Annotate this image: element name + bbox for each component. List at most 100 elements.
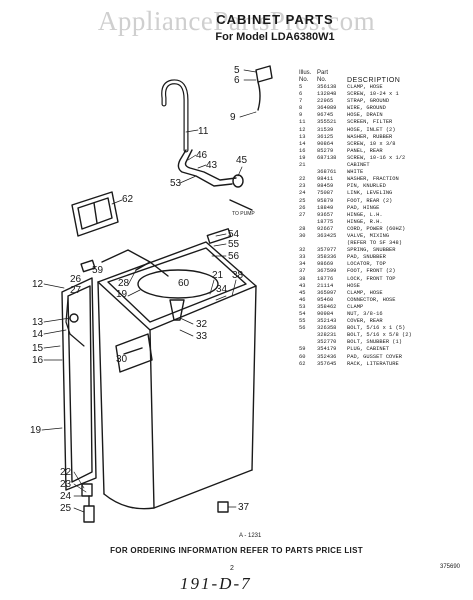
callout-54: 54 [228,229,240,240]
cell-description: VALVE, MIXING [347,232,390,239]
cell-part-no: 328231 [317,332,337,339]
cell-part-no: 357977 [317,247,337,254]
callout-16: 16 [32,355,44,366]
cell-description: SCREW, 10-24 x 1 [347,91,399,98]
cell-part-no: 357645 [317,360,337,367]
cell-description: WHITE [347,169,364,176]
cell-part-no: 687138 [317,154,337,161]
callout-45: 45 [236,155,248,166]
cell-illus-no: 37 [299,268,306,275]
cell-part-no: 18775 [317,218,334,225]
cell-description: PAD, SNUBBER [347,254,386,261]
cell-description: WASHER, FRACTION [347,176,399,183]
model-subtitle: For Model LDA6380W1 [215,31,335,43]
cell-part-no: 95879 [317,197,334,204]
cell-part-no: 21114 [317,282,334,289]
cell-part-no: 358462 [317,303,337,310]
callout-56: 56 [228,251,240,262]
document-code: 375690 [440,564,461,570]
cell-description: CABINET [347,162,370,169]
cell-illus-no [299,240,317,247]
cell-description: CORD, POWER (60HZ) [347,225,406,232]
callout-25: 25 [60,503,72,514]
cell-part-no: 22965 [317,98,334,105]
watermark: AppliancePartsPros.com [97,6,376,36]
callout-37: 37 [238,502,250,513]
cell-description: SCREW, 10 x 3/8 [347,140,396,147]
cell-description: COVER, REAR [347,318,383,325]
cell-illus-no: 55 [299,318,306,325]
cell-illus-no: 16 [299,147,306,154]
cell-part-no: 90864 [317,140,334,147]
page-number: 2 [230,565,234,572]
callout-26: 26 [70,274,82,285]
to-pump-label: TO PUMP [232,211,255,217]
cell-description: STRAP, GROUND [347,98,390,105]
callout-60: 60 [178,278,190,289]
cell-illus-no: 5 [299,84,303,90]
handwritten-note: 191-D-7 [180,574,252,593]
ordering-note: FOR ORDERING INFORMATION REFER TO PARTS … [110,546,363,555]
cell-part-no: 326358 [317,325,337,332]
header-part-no: No. [317,77,327,83]
callout-30: 30 [116,354,128,365]
cell-part-no: 356138 [317,84,337,90]
cell-illus-no: 56 [299,325,306,332]
cell-description: CLAMP, HOSE [347,289,383,296]
cell-description: BOLT, SNUBBER (1) [347,339,402,346]
callout-19-lower: 19 [30,425,42,436]
cell-illus-no: 8 [299,105,303,112]
callout-24: 24 [60,491,72,502]
cell-illus-no: 54 [299,311,306,317]
cell-illus-no: 12 [299,126,306,133]
callout-32: 32 [196,319,208,330]
callout-22: 22 [60,467,72,478]
cell-illus-no: 45 [299,289,306,296]
page-title: CABINET PARTS [216,12,334,27]
cell-description: PIN, KNURLED [347,183,386,190]
cell-part-no: 93657 [317,211,334,218]
callout-21: 21 [212,270,224,281]
cell-illus-no: 6 [299,91,303,98]
callout-46: 46 [196,150,208,161]
callout-55: 55 [228,239,240,250]
callout-13: 13 [32,317,44,328]
cell-description: FOOT, FRONT (2) [347,268,396,275]
cell-part-no: 354179 [317,346,337,353]
cell-illus-no: 59 [299,346,306,353]
cell-part-no: 367599 [317,268,337,275]
callout-53: 53 [170,178,182,189]
cell-illus-no: 38 [299,275,306,282]
cell-illus-no: 23 [299,183,306,190]
figure-id: A - 1231 [239,533,262,539]
cell-part-no: 98669 [317,261,334,268]
callout-11: 11 [198,126,209,137]
cell-illus-no: 9 [299,112,303,119]
cell-illus-no: 22 [299,176,306,183]
callout-62: 62 [122,194,134,205]
cell-illus-no: 26 [299,204,306,211]
cell-part-no: 18776 [317,275,334,282]
cell-illus-no: 62 [299,360,306,367]
cell-description: PAD, HINGE [347,204,380,211]
cell-part-no: 365097 [317,289,337,296]
